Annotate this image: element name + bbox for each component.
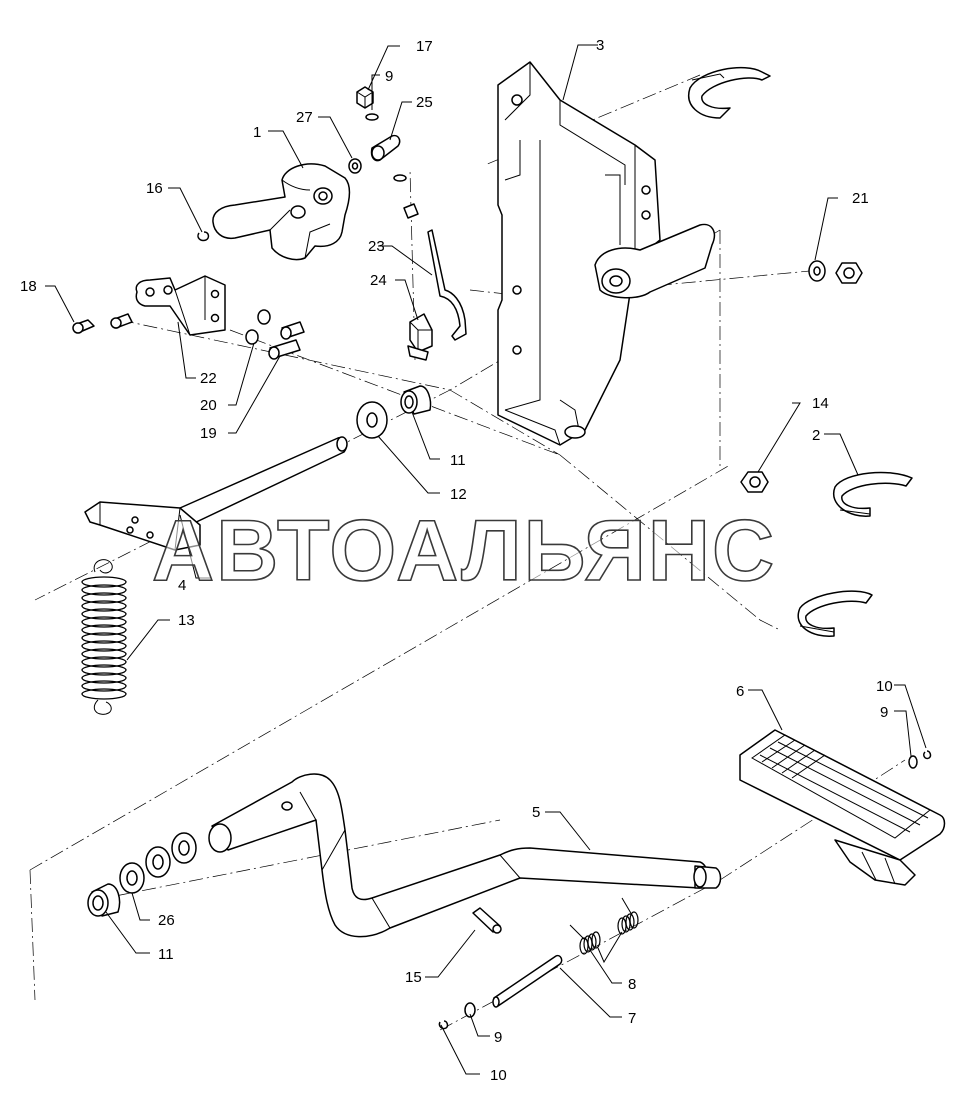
callout-9-right: 9 <box>880 704 888 721</box>
callout-10-right: 10 <box>876 678 893 695</box>
part-11-bushing-top <box>400 385 432 415</box>
part-11-bushing-bottom <box>87 883 121 917</box>
part-9-washer-top <box>365 113 379 121</box>
part-26-washers <box>119 832 197 894</box>
callout-1: 1 <box>253 124 261 141</box>
part-1-lever <box>212 163 351 261</box>
callout-23: 23 <box>368 238 385 255</box>
callout-9-bottom: 9 <box>494 1029 502 1046</box>
part-8-torsion-spring <box>569 897 639 964</box>
callout-20: 20 <box>200 397 217 414</box>
callout-6: 6 <box>736 683 744 700</box>
part-13-spring <box>81 559 127 715</box>
part-10-clip-bottom <box>438 1020 449 1030</box>
part-25-pin <box>370 134 407 182</box>
part-22-plate <box>135 275 226 336</box>
callout-11-bottom: 11 <box>158 946 174 963</box>
part-16-clip <box>197 231 210 242</box>
callout-27: 27 <box>296 109 313 126</box>
part-6-pedal <box>739 729 946 886</box>
part-24-clip <box>407 313 433 361</box>
callout-16: 16 <box>146 180 163 197</box>
callout-26: 26 <box>158 912 175 929</box>
callout-21: 21 <box>852 190 869 207</box>
callout-leaders <box>45 44 927 1075</box>
part-5-pedal-arm <box>208 773 722 938</box>
callout-10-bottom: 10 <box>490 1067 507 1084</box>
part-3-mounting-bracket <box>497 61 716 446</box>
part-9-washer-right <box>908 755 918 769</box>
callout-8: 8 <box>628 976 636 993</box>
part-10-clip-right <box>923 750 932 760</box>
callout-5: 5 <box>532 804 540 821</box>
part-2-clip-middle <box>832 471 913 517</box>
callout-9-top: 9 <box>385 68 393 85</box>
callout-13: 13 <box>178 612 195 629</box>
callout-15: 15 <box>405 969 422 986</box>
part-15-roll-pin <box>472 907 502 934</box>
part-20-washers <box>245 309 271 345</box>
part-18-screws <box>72 313 133 334</box>
part-2-clip-top <box>688 66 771 119</box>
callout-12: 12 <box>450 486 467 503</box>
part-14-nut <box>740 471 769 493</box>
part-12-washer <box>356 401 388 439</box>
callout-22: 22 <box>200 370 217 387</box>
callout-11-top: 11 <box>450 452 466 469</box>
part-23-link-rod <box>403 203 467 341</box>
callout-17: 17 <box>416 38 433 55</box>
part-21-washer-nut <box>808 260 863 284</box>
callout-7: 7 <box>628 1010 636 1027</box>
callout-3: 3 <box>596 37 604 54</box>
part-19-screws <box>268 321 305 360</box>
callout-labels: 1 2 3 4 5 6 7 8 9 9 9 10 10 11 11 12 13 … <box>20 37 893 1084</box>
part-2-clip-bottom <box>797 590 873 637</box>
callout-24: 24 <box>370 272 387 289</box>
callout-19: 19 <box>200 425 217 442</box>
part-17-nut <box>356 86 374 109</box>
callout-18: 18 <box>20 278 37 295</box>
callout-2: 2 <box>812 427 820 444</box>
callout-4: 4 <box>178 577 186 594</box>
part-9-washer-bottom <box>464 1002 476 1018</box>
part-4-shaft <box>84 436 348 551</box>
part-27-washer <box>348 158 362 174</box>
part-7-pin <box>492 954 563 1008</box>
callout-14: 14 <box>812 395 829 412</box>
watermark-text: АВТОАЛЬЯНС <box>152 503 776 599</box>
callout-25: 25 <box>416 94 433 111</box>
